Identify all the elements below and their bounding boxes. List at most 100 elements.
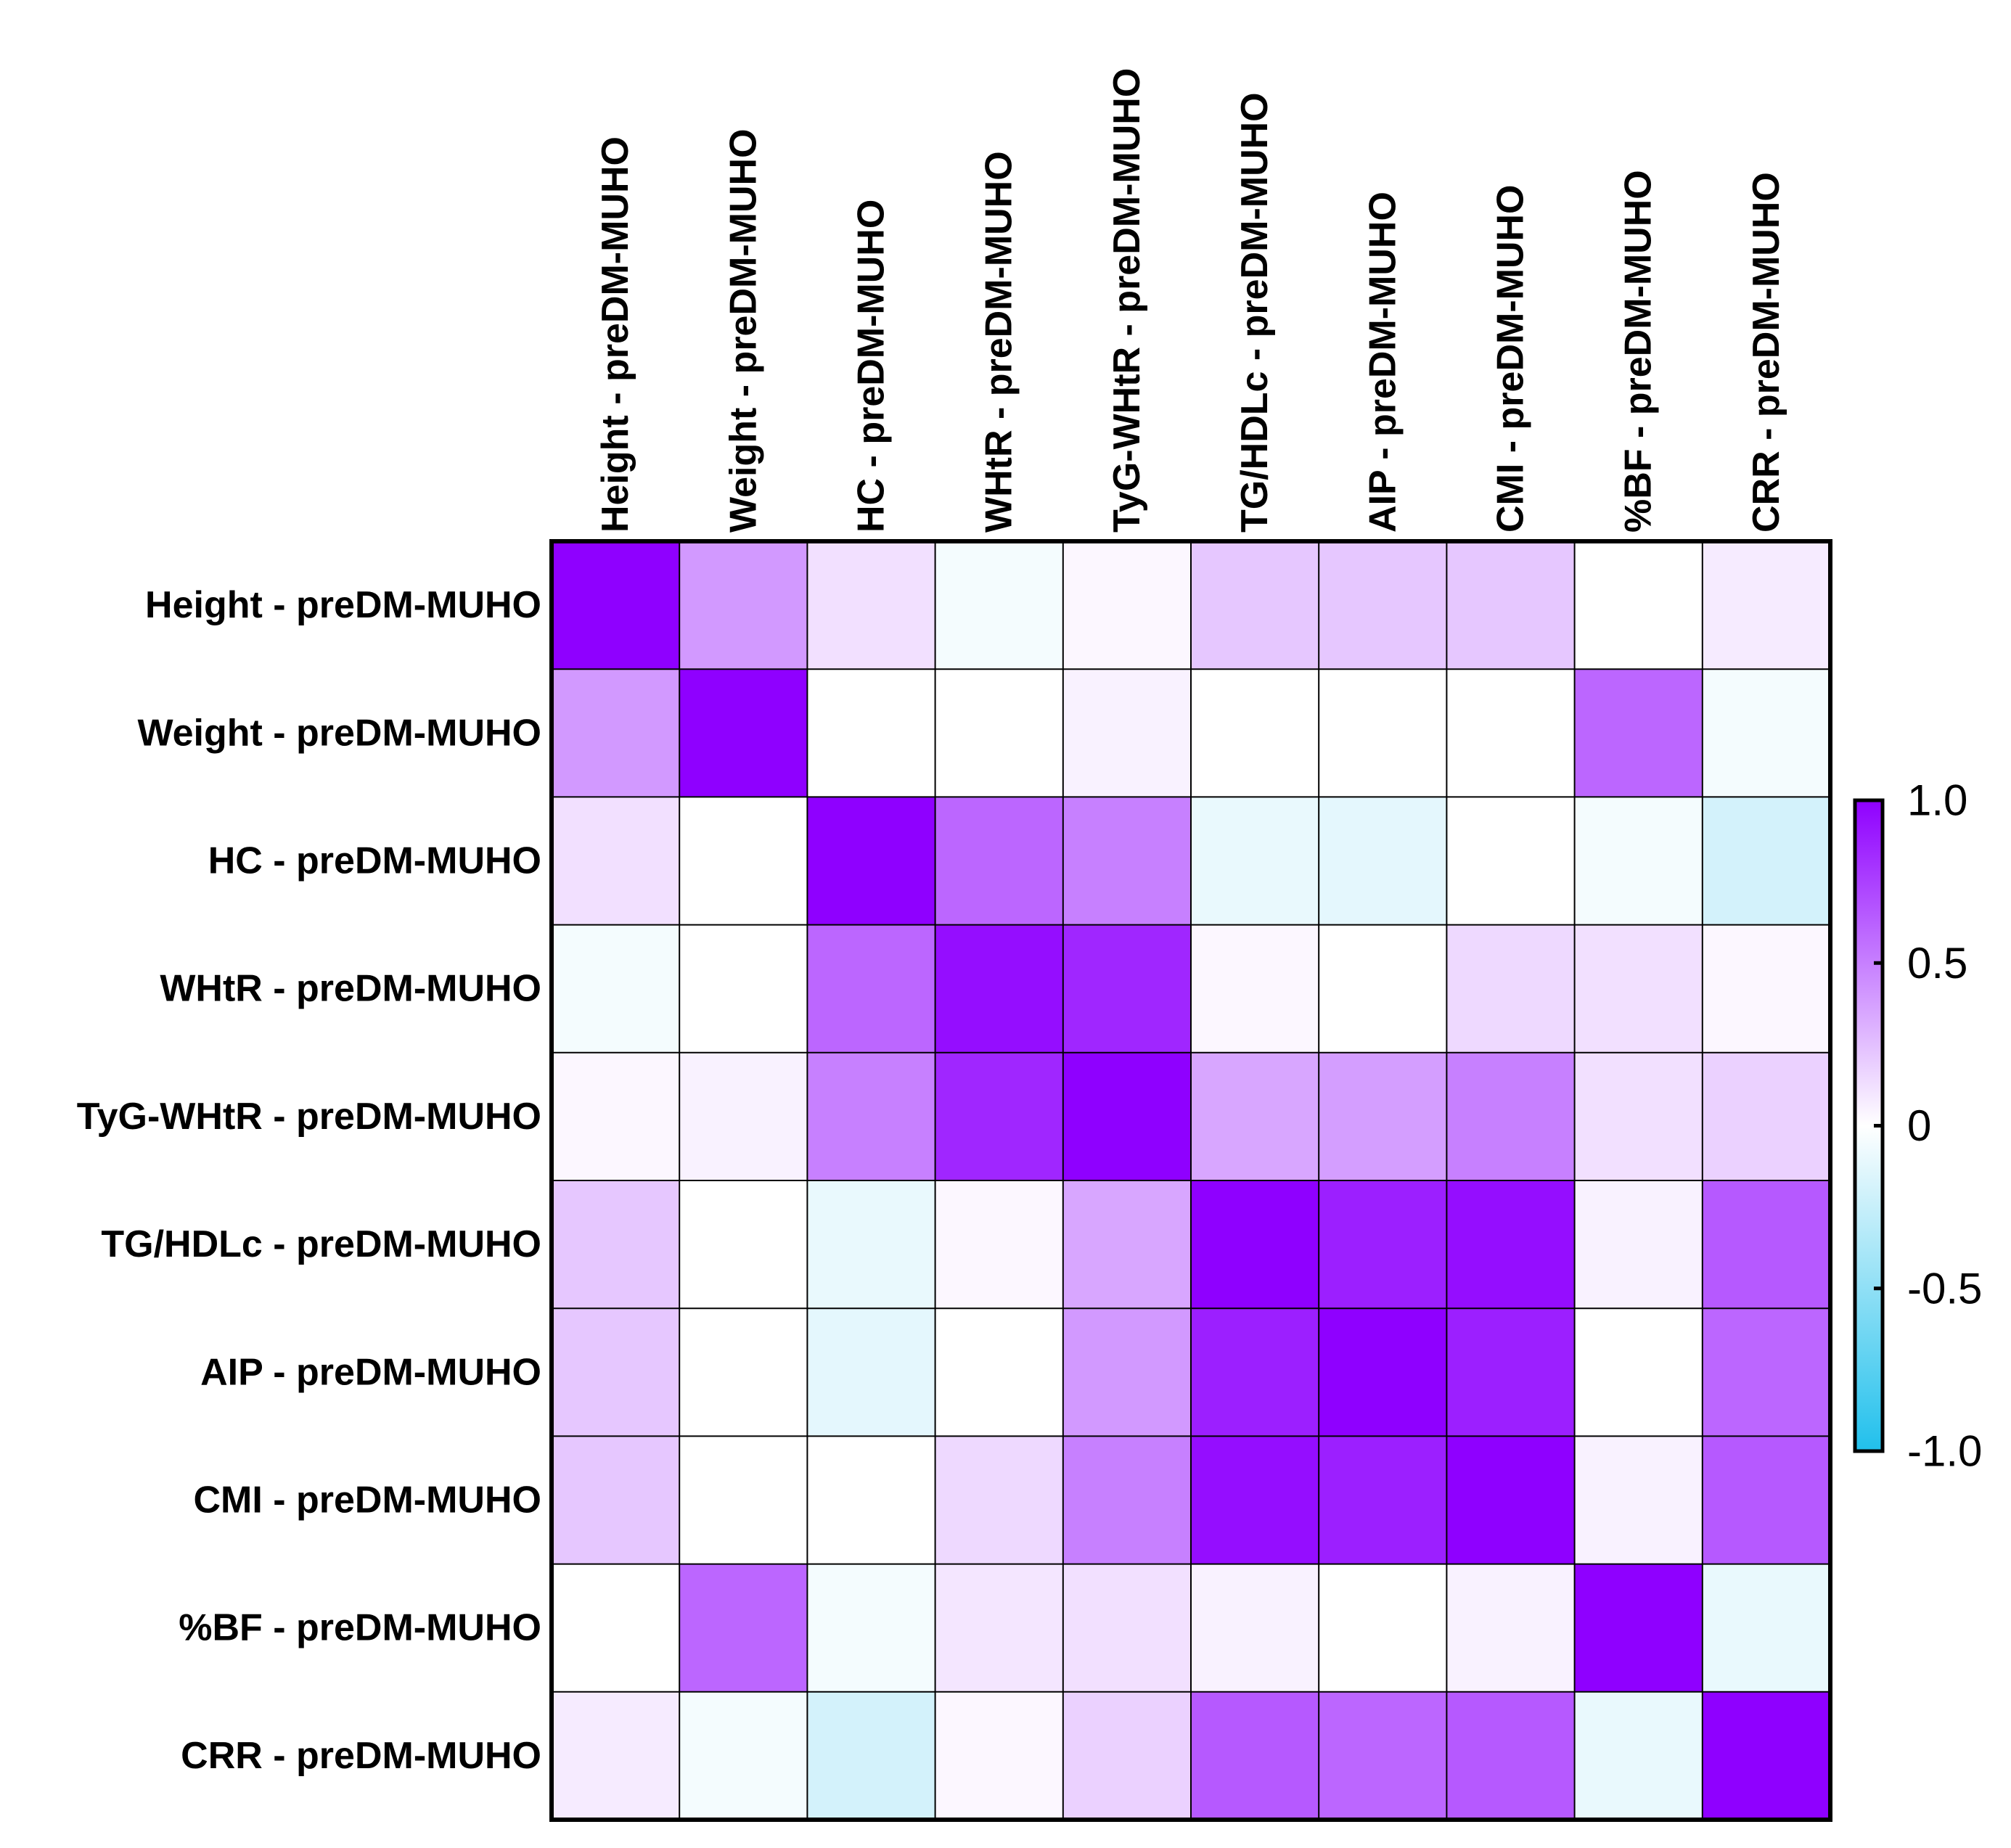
heatmap-cell-r3-c2 (807, 924, 936, 1054)
heatmap-cell-r4-c2 (807, 1052, 936, 1181)
heatmap-cell-r2-c5 (1191, 797, 1319, 926)
heatmap-cell-r0-c0 (552, 541, 680, 670)
column-label-weight-predm-muho: Weight - preDM-MUHO (722, 128, 764, 533)
heatmap-cell-r6-c1 (679, 1308, 808, 1437)
heatmap-cell-r5-c6 (1319, 1180, 1447, 1309)
heatmap-cell-r5-c9 (1702, 1180, 1831, 1309)
heatmap-cell-r7-c3 (935, 1436, 1064, 1565)
heatmap-cell-r9-c4 (1062, 1691, 1192, 1820)
heatmap-cell-r6-c7 (1446, 1308, 1576, 1437)
colorbar-tick-label: 0 (1907, 1101, 1931, 1150)
heatmap-cell-r7-c6 (1319, 1436, 1447, 1565)
column-label-cmi-predm-muho: CMI - preDM-MUHO (1490, 184, 1532, 533)
heatmap-cell-r4-c4 (1062, 1052, 1192, 1181)
colorbar: 1.00.50-0.5-1.0 (1853, 776, 1982, 1476)
column-label-pctbf-predm-muho: %BF - preDM-MUHO (1618, 170, 1660, 533)
heatmap-cell-r5-c1 (679, 1180, 808, 1309)
column-label-crr-predm-muho: CRR - preDM-MUHO (1745, 172, 1787, 533)
heatmap-cell-r5-c3 (935, 1180, 1064, 1309)
colorbar-tick-label: 0.5 (1907, 939, 1967, 987)
row-label-height-predm-muho: Height - preDM-MUHO (145, 584, 541, 626)
heatmap-cell-r9-c0 (552, 1691, 680, 1820)
heatmap-cell-r6-c2 (807, 1308, 936, 1437)
heatmap-cell-r7-c2 (807, 1436, 936, 1565)
heatmap-cell-r3-c6 (1319, 924, 1447, 1054)
heatmap-cell-r1-c9 (1702, 669, 1831, 797)
heatmap-cell-r8-c3 (935, 1564, 1064, 1693)
heatmap-cell-r0-c7 (1446, 541, 1576, 670)
heatmap-cell-r5-c2 (807, 1180, 936, 1309)
colorbar-tick-label: -0.5 (1907, 1264, 1982, 1313)
heatmap-cell-r7-c4 (1062, 1436, 1192, 1565)
heatmap-cell-r5-c8 (1574, 1180, 1703, 1309)
column-label-hc-predm-muho: HC - preDM-MUHO (851, 200, 893, 533)
heatmap-cell-r0-c6 (1319, 541, 1447, 670)
row-label-weight-predm-muho: Weight - preDM-MUHO (137, 712, 541, 754)
heatmap-cell-r7-c7 (1446, 1436, 1576, 1565)
heatmap-cell-r5-c0 (552, 1180, 680, 1309)
heatmap-cell-r3-c9 (1702, 924, 1831, 1054)
heatmap-cell-r7-c5 (1191, 1436, 1319, 1565)
row-label-cmi-predm-muho: CMI - preDM-MUHO (193, 1479, 541, 1521)
heatmap-cell-r9-c8 (1574, 1691, 1703, 1820)
heatmap-cell-r7-c1 (679, 1436, 808, 1565)
heatmap-cell-r7-c0 (552, 1436, 680, 1565)
heatmap-cell-r4-c7 (1446, 1052, 1576, 1181)
heatmap-cell-r6-c3 (935, 1308, 1064, 1437)
heatmap-cell-r9-c1 (679, 1691, 808, 1820)
plot-frame (549, 539, 1832, 1822)
heatmap-cell-r3-c1 (679, 924, 808, 1054)
row-label-aip-predm-muho: AIP - preDM-MUHO (200, 1351, 541, 1393)
heatmap-cell-r8-c1 (679, 1564, 808, 1693)
heatmap-cell-r8-c4 (1062, 1564, 1192, 1693)
row-label-whtr-predm-muho: WHtR - preDM-MUHO (160, 968, 541, 1010)
heatmap-cell-r8-c9 (1702, 1564, 1831, 1693)
heatmap-cell-r6-c4 (1062, 1308, 1192, 1437)
heatmap-cell-r5-c5 (1191, 1180, 1319, 1309)
heatmap-cell-r0-c3 (935, 541, 1064, 670)
heatmap-cell-r3-c0 (552, 924, 680, 1054)
heatmap-cell-r7-c8 (1574, 1436, 1703, 1565)
heatmap-cell-r4-c6 (1319, 1052, 1447, 1181)
heatmap-cell-r9-c9 (1702, 1691, 1831, 1820)
heatmap-cell-r2-c4 (1062, 797, 1192, 926)
heatmap-cell-r4-c0 (552, 1052, 680, 1181)
heatmap-cell-r0-c2 (807, 541, 936, 670)
heatmap-cell-r0-c8 (1574, 541, 1703, 670)
colorbar-ticks: 1.00.50-0.5-1.0 (1874, 776, 1982, 1476)
column-label-height-predm-muho: Height - preDM-MUHO (594, 136, 636, 533)
heatmap-cell-r2-c1 (679, 797, 808, 926)
heatmap-cell-r8-c6 (1319, 1564, 1447, 1693)
heatmap-cell-r5-c4 (1062, 1180, 1192, 1309)
heatmap-cell-r8-c7 (1446, 1564, 1576, 1693)
heatmap-cell-r2-c0 (552, 797, 680, 926)
heatmap-cell-r8-c0 (552, 1564, 680, 1693)
row-label-tyg-whtr-predm-muho: TyG-WHtR - preDM-MUHO (77, 1096, 541, 1138)
heatmap-cell-r6-c0 (552, 1308, 680, 1437)
heatmap-cell-r6-c6 (1319, 1308, 1447, 1437)
heatmap-cell-r1-c0 (552, 669, 680, 797)
column-label-tg-hdlc-predm-muho: TG/HDLc - preDM-MUHO (1234, 92, 1276, 533)
heatmap-cell-r3-c7 (1446, 924, 1576, 1054)
heatmap-cell-r4-c1 (679, 1052, 808, 1181)
column-label-tyg-whtr-predm-muho: TyG-WHtR - preDM-MUHO (1106, 68, 1148, 533)
heatmap-cell-r4-c9 (1702, 1052, 1831, 1181)
column-label-whtr-predm-muho: WHtR - preDM-MUHO (978, 151, 1020, 533)
heatmap-cell-r1-c8 (1574, 669, 1703, 797)
heatmap-cell-r2-c6 (1319, 797, 1447, 926)
colorbar-tick-label: -1.0 (1907, 1427, 1982, 1476)
heatmap-cell-r8-c8 (1574, 1564, 1703, 1693)
heatmap-cell-r9-c3 (935, 1691, 1064, 1820)
heatmap-cell-r0-c5 (1191, 541, 1319, 670)
heatmap-cell-r2-c9 (1702, 797, 1831, 926)
heatmap-cell-r1-c1 (679, 669, 808, 797)
heatmap-cell-r1-c4 (1062, 669, 1192, 797)
column-label-aip-predm-muho: AIP - preDM-MUHO (1361, 192, 1404, 533)
heatmap-cell-r8-c2 (807, 1564, 936, 1693)
heatmap-cell-r9-c7 (1446, 1691, 1576, 1820)
heatmap-cell-r2-c8 (1574, 797, 1703, 926)
heatmap-cell-r9-c6 (1319, 1691, 1447, 1820)
heatmap-cell-r6-c9 (1702, 1308, 1831, 1437)
heatmap-cell-r6-c8 (1574, 1308, 1703, 1437)
